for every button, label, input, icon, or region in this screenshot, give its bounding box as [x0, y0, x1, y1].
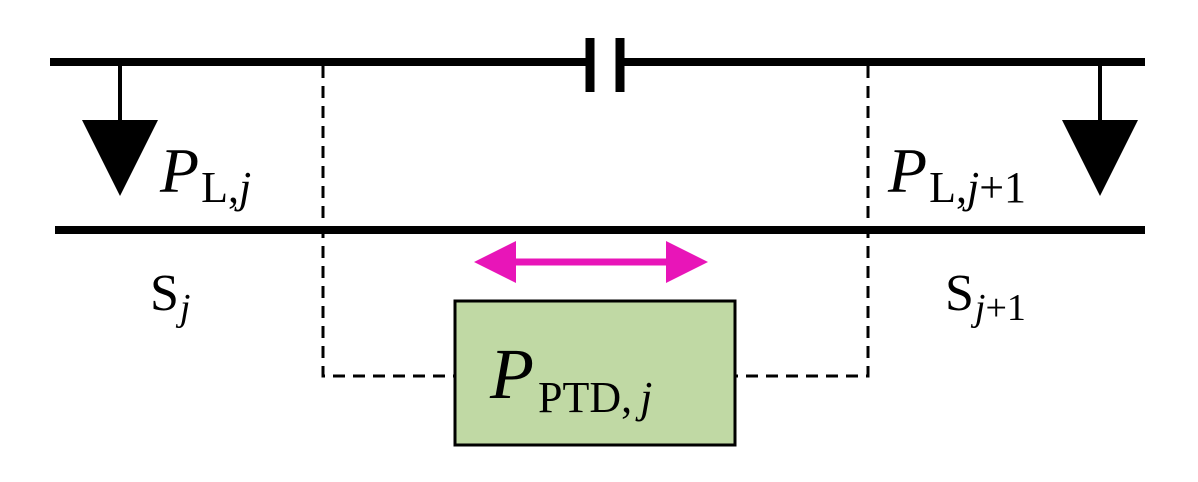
load-arrow-icon [82, 62, 158, 196]
section-label-right-sub-rest: +1 [985, 287, 1025, 329]
section-label-left: Sj [150, 265, 190, 329]
load-label-right-main: P [887, 135, 927, 206]
ptd-label: PPTD,j [489, 334, 652, 422]
ptd-label-sub-var: j [635, 373, 652, 422]
load-arrow-icon [1062, 62, 1138, 196]
ptd-box [453, 299, 737, 447]
load-label-right-sub: L, [929, 163, 967, 212]
load-arrow-right-head [1062, 120, 1138, 196]
section-label-left-main: S [150, 265, 179, 322]
load-label-left-sub: L, [201, 163, 239, 212]
load-label-right-sub-rest: +1 [979, 163, 1026, 212]
load-label-left-sub-var: j [234, 163, 251, 212]
ptd-connection-lines [321, 66, 870, 378]
load-label-left-main: P [159, 135, 199, 206]
load-label-right: PL,j+1 [887, 135, 1026, 212]
transfer-arrow-left-head [474, 241, 516, 283]
section-label-right-main: S [945, 265, 974, 322]
load-label-right-sub-var: j [962, 163, 979, 212]
capacitor-icon [585, 38, 625, 92]
ptd-connection-left [321, 66, 455, 378]
section-label-right: Sj+1 [945, 265, 1026, 329]
ptd-label-main: P [489, 334, 534, 414]
ptd-connection-right [735, 66, 870, 378]
bidirectional-arrow-icon [474, 241, 708, 283]
load-arrow-left-head [82, 120, 158, 196]
transfer-arrow-right-head [666, 241, 708, 283]
ptd-label-sub: PTD, [538, 373, 632, 422]
load-label-left: PL,j [159, 135, 251, 212]
